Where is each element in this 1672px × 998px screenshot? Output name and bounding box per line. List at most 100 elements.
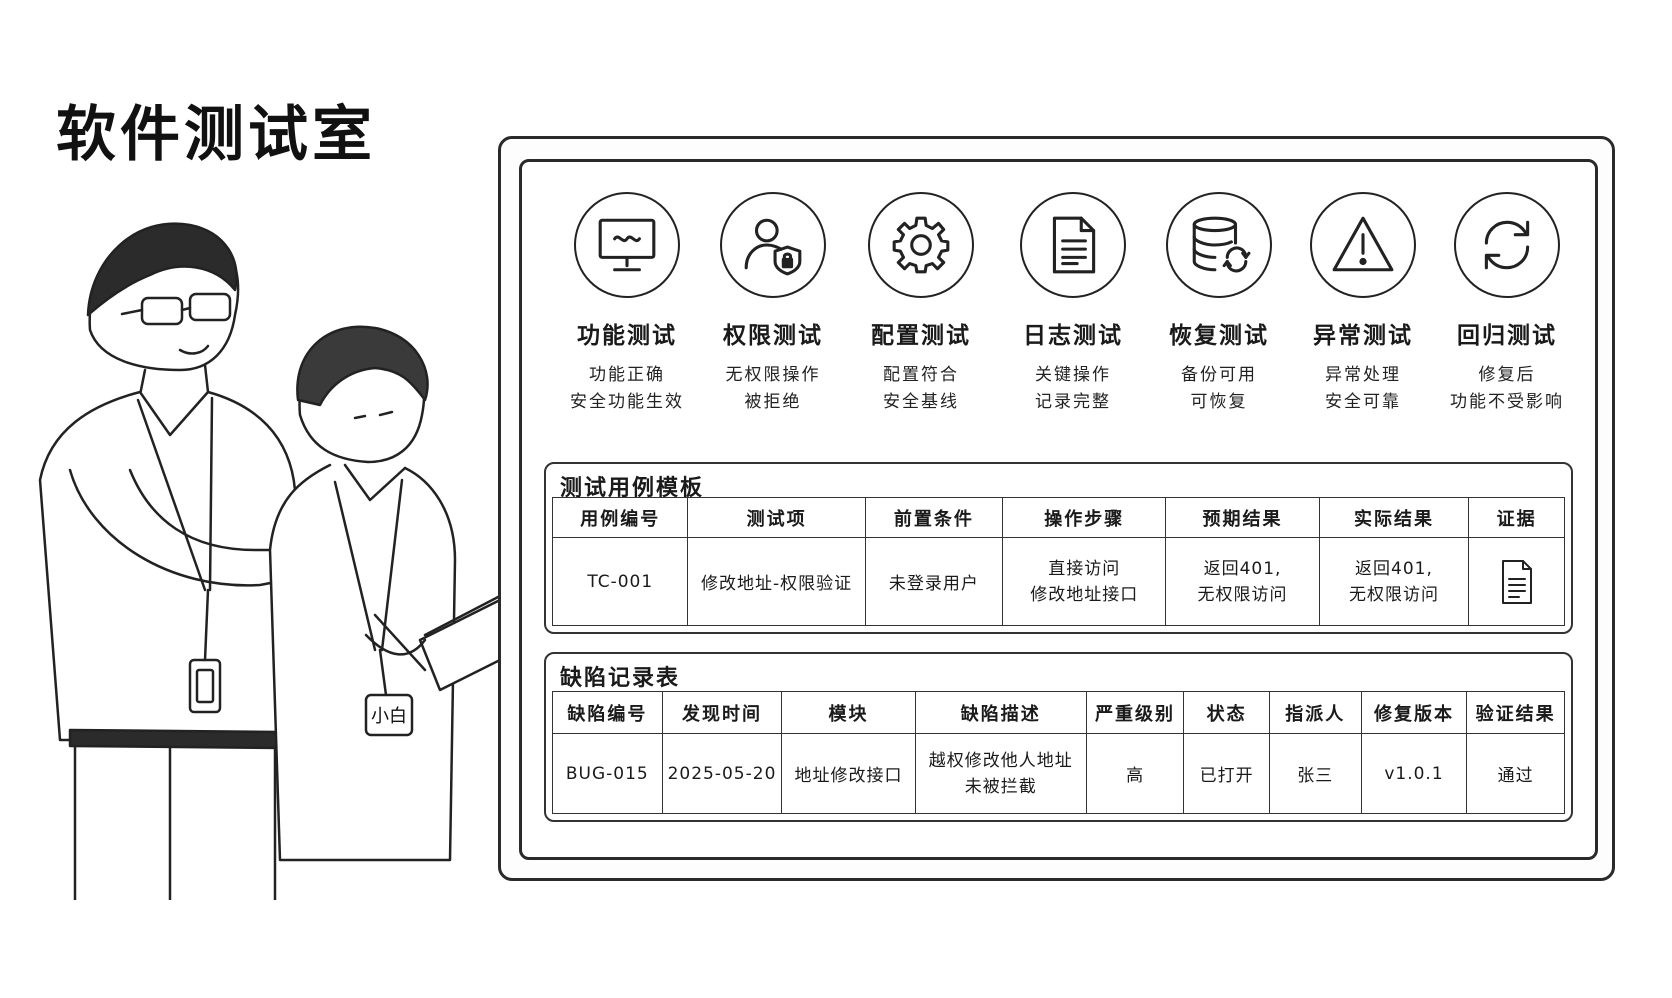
testcase-title: 测试用例模板 (560, 476, 705, 501)
teacher-figure (38, 222, 347, 902)
test-desc-line: 备份可用 (1181, 365, 1257, 385)
test-desc-line: 功能正确 (589, 365, 665, 385)
column-header: 状态 (1183, 691, 1270, 734)
test-name: 权限测试 (723, 323, 823, 349)
document-icon[interactable] (1497, 557, 1537, 607)
column-header: 指派人 (1268, 691, 1362, 734)
defect-version: v1.0.1 (1360, 733, 1468, 814)
test-desc: 无权限操作 被拒绝 (698, 362, 848, 416)
table-row: BUG-015 2025-05-20 地址修改接口 越权修改他人地址 未被拦截 … (552, 733, 1565, 814)
case-steps: 直接访问 修改地址接口 (1002, 537, 1167, 626)
case-item: 修改地址-权限验证 (687, 537, 866, 626)
column-header: 预期结果 (1165, 497, 1320, 538)
column-header: 修复版本 (1360, 691, 1468, 734)
test-desc-line: 修复后 (1478, 365, 1536, 385)
test-desc: 功能正确 安全功能生效 (552, 362, 702, 416)
teacher-student-illustration: 小白 (30, 220, 550, 902)
test-item-config: 配置测试 配置符合 安全基线 (846, 192, 996, 416)
test-desc: 异常处理 安全可靠 (1288, 362, 1438, 416)
test-desc: 修复后 功能不受影响 (1432, 362, 1582, 416)
test-desc-line: 安全功能生效 (570, 392, 684, 412)
defect-date: 2025-05-20 (661, 733, 783, 814)
test-desc-line: 记录完整 (1035, 392, 1111, 412)
test-desc-line: 安全可靠 (1325, 392, 1401, 412)
defect-severity: 高 (1085, 733, 1185, 814)
table-row: TC-001 修改地址-权限验证 未登录用户 直接访问 修改地址接口 返回401… (551, 537, 1565, 626)
table-header-row: 用例编号 测试项 前置条件 操作步骤 预期结果 实际结果 证据 (551, 497, 1565, 538)
column-header: 前置条件 (864, 497, 1004, 538)
user-shield-icon (720, 192, 826, 298)
test-name: 功能测试 (577, 323, 677, 349)
cell-line: 越权修改他人地址 (928, 750, 1073, 771)
defect-result: 通过 (1466, 733, 1565, 814)
test-desc-line: 被拒绝 (744, 392, 802, 412)
column-header: 用例编号 (551, 497, 689, 538)
whiteboard-inner: 功能测试 功能正确 安全功能生效 权限测试 (519, 159, 1598, 860)
cell-line: 无权限访问 (1348, 584, 1439, 605)
defect-module: 地址修改接口 (781, 733, 916, 814)
test-item-log: 日志测试 关键操作 记录完整 (998, 192, 1148, 416)
defect-title: 缺陷记录表 (560, 666, 681, 691)
test-desc-line: 可恢复 (1190, 392, 1248, 412)
monitor-icon (574, 192, 680, 298)
cell-line: 未被拦截 (964, 776, 1037, 797)
column-header: 缺陷描述 (914, 691, 1087, 734)
column-header: 实际结果 (1318, 497, 1470, 538)
column-header: 测试项 (687, 497, 866, 538)
student-badge: 小白 (371, 706, 407, 727)
testcase-table: 用例编号 测试项 前置条件 操作步骤 预期结果 实际结果 证据 TC-001 修… (551, 497, 1565, 626)
document-icon (1020, 192, 1126, 298)
test-desc-line: 功能不受影响 (1450, 392, 1564, 412)
case-precondition: 未登录用户 (864, 537, 1004, 626)
test-name: 异常测试 (1313, 323, 1413, 349)
test-desc: 关键操作 记录完整 (998, 362, 1148, 416)
column-header: 验证结果 (1466, 691, 1565, 734)
test-name: 恢复测试 (1169, 323, 1269, 349)
cell-line: 修改地址接口 (1030, 584, 1139, 605)
test-desc-line: 关键操作 (1035, 365, 1111, 385)
cell-line: 返回401, (1203, 558, 1282, 579)
defect-panel: 缺陷记录表 缺陷编号 发现时间 模块 缺陷描述 严重级别 状态 指派人 修复版本… (544, 652, 1573, 822)
test-desc: 备份可用 可恢复 (1144, 362, 1294, 416)
defect-table: 缺陷编号 发现时间 模块 缺陷描述 严重级别 状态 指派人 修复版本 验证结果 … (552, 691, 1565, 814)
cell-line: 返回401, (1355, 558, 1433, 579)
database-refresh-icon (1166, 192, 1272, 298)
test-desc-line: 异常处理 (1325, 365, 1401, 385)
testcase-panel: 测试用例模板 用例编号 测试项 前置条件 操作步骤 预期结果 实际结果 证据 T… (544, 462, 1573, 634)
student-figure (268, 325, 522, 862)
test-desc-line: 无权限操作 (725, 365, 821, 385)
defect-status: 已打开 (1183, 733, 1270, 814)
test-name: 回归测试 (1457, 323, 1557, 349)
gear-icon (868, 192, 974, 298)
column-header: 缺陷编号 (552, 691, 663, 734)
test-desc-line: 配置符合 (883, 365, 959, 385)
test-name: 配置测试 (871, 323, 971, 349)
defect-description: 越权修改他人地址 未被拦截 (914, 733, 1087, 814)
refresh-icon (1454, 192, 1560, 298)
column-header: 发现时间 (661, 691, 783, 734)
defect-assignee: 张三 (1268, 733, 1362, 814)
cell-line: 无权限访问 (1197, 584, 1288, 605)
test-item-functional: 功能测试 功能正确 安全功能生效 (552, 192, 702, 416)
column-header: 严重级别 (1085, 691, 1185, 734)
column-header: 证据 (1468, 497, 1565, 538)
test-item-regression: 回归测试 修复后 功能不受影响 (1432, 192, 1582, 416)
column-header: 模块 (781, 691, 916, 734)
table-header-row: 缺陷编号 发现时间 模块 缺陷描述 严重级别 状态 指派人 修复版本 验证结果 (552, 691, 1565, 734)
test-item-recovery: 恢复测试 备份可用 可恢复 (1144, 192, 1294, 416)
test-item-permission: 权限测试 无权限操作 被拒绝 (698, 192, 848, 416)
case-actual: 返回401, 无权限访问 (1318, 537, 1470, 626)
warning-icon (1310, 192, 1416, 298)
case-id: TC-001 (551, 537, 689, 626)
page-title: 软件测试室 (56, 100, 376, 170)
test-desc-line: 安全基线 (883, 392, 959, 412)
whiteboard: 功能测试 功能正确 安全功能生效 权限测试 (498, 136, 1615, 881)
test-item-exception: 异常测试 异常处理 安全可靠 (1288, 192, 1438, 416)
defect-id: BUG-015 (552, 733, 663, 814)
test-name: 日志测试 (1023, 323, 1123, 349)
case-evidence[interactable] (1468, 537, 1565, 626)
cell-line: 直接访问 (1048, 558, 1121, 579)
test-types-row: 功能测试 功能正确 安全功能生效 权限测试 (552, 192, 1582, 442)
case-expected: 返回401, 无权限访问 (1165, 537, 1320, 626)
column-header: 操作步骤 (1002, 497, 1167, 538)
